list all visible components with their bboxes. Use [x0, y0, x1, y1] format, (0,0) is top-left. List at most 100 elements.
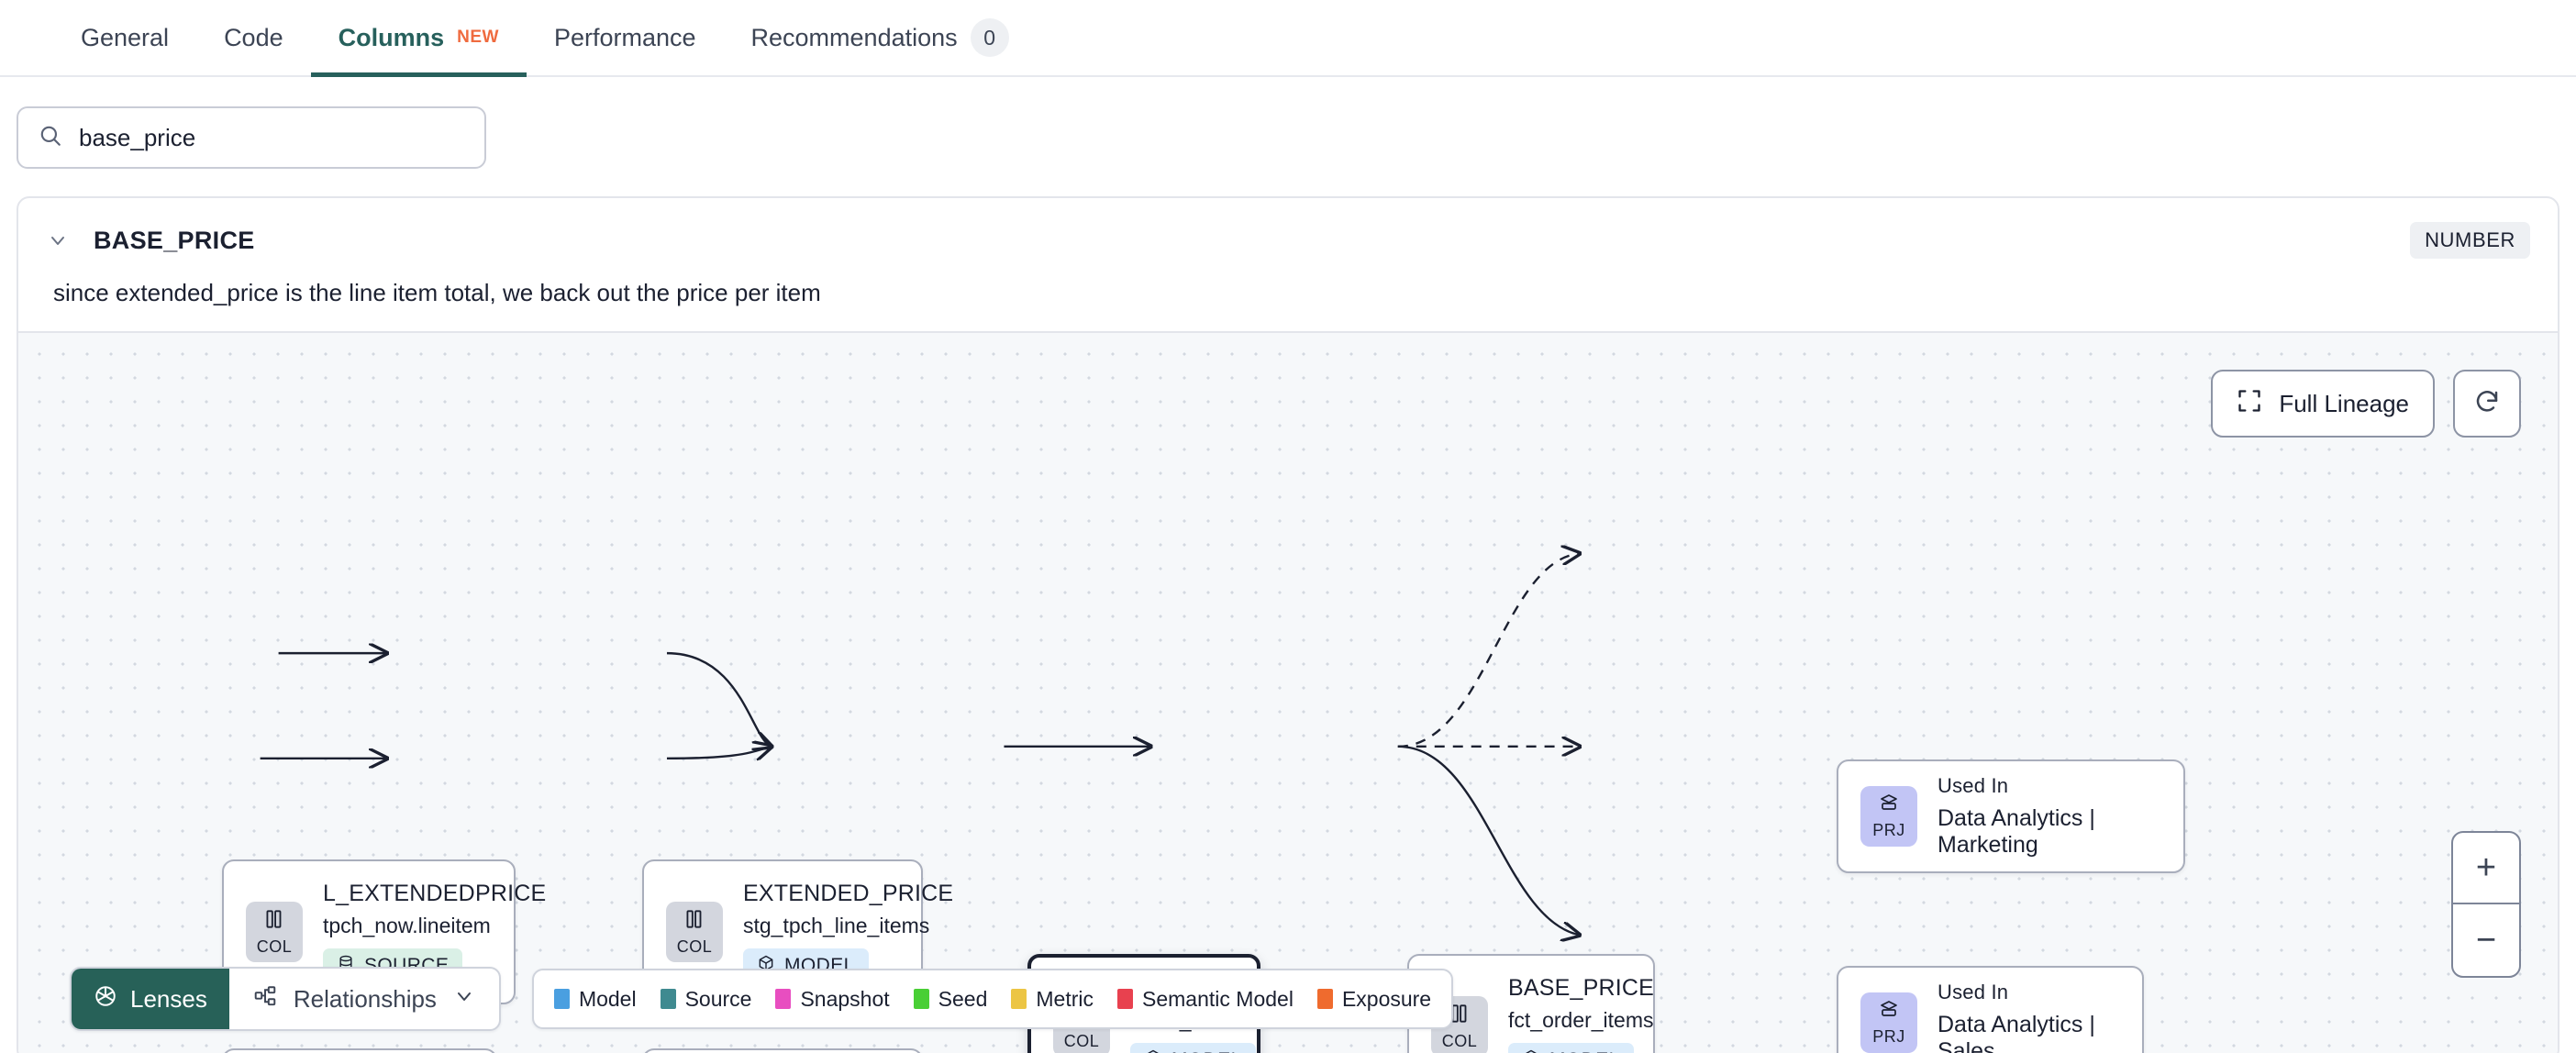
tab-label: Performance: [553, 23, 696, 51]
node-type-tag-label: MODEL: [1171, 1049, 1242, 1053]
cube-icon: [1522, 1048, 1540, 1053]
node-title: BASE_PRICE: [1508, 975, 1655, 1001]
legend-label: Metric: [1036, 986, 1094, 1011]
column-type-badge: NUMBER: [2410, 222, 2530, 259]
lineage-node-project-sales[interactable]: PRJ Used In Data Analytics | Sales: [1837, 966, 2144, 1053]
lineage-edges: [260, 333, 2558, 1053]
lenses-relationships-group: Lenses Relationships: [70, 967, 501, 1031]
node-used-in-label: Used In: [1938, 981, 2009, 1003]
zoom-in-button[interactable]: +: [2453, 833, 2519, 904]
node-subtitle: stg_tpch_line_items: [743, 914, 930, 937]
columns-icon: [262, 907, 286, 936]
prj-badge: PRJ: [1860, 786, 1917, 847]
col-badge: COL: [666, 902, 723, 962]
aperture-icon: [94, 984, 117, 1014]
chevron-down-icon[interactable]: [46, 228, 70, 252]
node-subtitle: fct_order_items: [1508, 1008, 1654, 1032]
col-badge: COL: [246, 902, 303, 962]
lineage-legend: Model Source Snapshot Seed Metric: [531, 969, 1454, 1029]
project-stack-icon: [1877, 999, 1901, 1025]
full-lineage-label: Full Lineage: [2279, 389, 2409, 417]
tab-bar: General Code Columns NEW Performance Rec…: [0, 0, 2576, 77]
column-header[interactable]: BASE_PRICE NUMBER: [18, 198, 2558, 259]
node-project-name: Data Analytics | Marketing: [1938, 805, 2095, 858]
tab-label: Code: [224, 23, 283, 51]
legend-swatch: [1117, 989, 1134, 1009]
lineage-node-project-marketing[interactable]: PRJ Used In Data Analytics | Marketing: [1837, 759, 2185, 873]
legend-swatch: [1316, 989, 1333, 1009]
prj-badge: PRJ: [1860, 992, 1917, 1053]
legend-item-source[interactable]: Source: [660, 986, 752, 1012]
legend-label: Model: [578, 986, 637, 1011]
legend-swatch: [913, 989, 929, 1009]
col-badge-label: COL: [1063, 1032, 1100, 1050]
legend-item-seed[interactable]: Seed: [913, 986, 988, 1012]
legend-swatch: [660, 989, 676, 1009]
recommendations-count-badge: 0: [970, 18, 1009, 57]
refresh-icon: [2473, 388, 2501, 420]
tab-columns[interactable]: Columns NEW: [310, 0, 527, 77]
column-card: BASE_PRICE NUMBER since extended_price i…: [17, 196, 2559, 1053]
column-description: since extended_price is the line item to…: [53, 279, 821, 306]
legend-item-exposure[interactable]: Exposure: [1316, 986, 1432, 1012]
tab-recommendations[interactable]: Recommendations 0: [724, 0, 1037, 75]
node-body: BASE_PRICE fct_order_items MODEL: [1508, 975, 1654, 1053]
tab-code[interactable]: Code: [196, 0, 311, 75]
legend-item-semantic-model[interactable]: Semantic Model: [1117, 987, 1294, 1012]
relationships-icon: [253, 984, 277, 1014]
lenses-label: Lenses: [130, 984, 207, 1013]
lineage-canvas[interactable]: COL L_EXTENDEDPRICE tpch_now.lineitem SO…: [18, 331, 2558, 1053]
refresh-button[interactable]: [2453, 370, 2521, 438]
col-badge-label: COL: [1441, 1032, 1478, 1050]
legend-item-metric[interactable]: Metric: [1011, 987, 1094, 1012]
zoom-out-button[interactable]: −: [2475, 920, 2497, 959]
legend-swatch: [1011, 989, 1027, 1009]
legend-label: Seed: [938, 986, 988, 1011]
legend-swatch: [553, 989, 570, 1009]
expand-icon: [2237, 388, 2262, 420]
tab-performance[interactable]: Performance: [527, 0, 724, 75]
columns-icon: [683, 907, 706, 936]
zoom-controls: + −: [2451, 831, 2521, 978]
relationships-dropdown[interactable]: Relationships: [229, 969, 499, 1029]
page-title: BASE_PRICE: [94, 226, 255, 254]
node-subtitle: tpch_now.lineitem: [323, 914, 491, 937]
legend-item-model[interactable]: Model: [553, 986, 637, 1012]
node-project-name: Data Analytics | Sales: [1938, 1012, 2095, 1053]
lineage-node-quantity[interactable]: COL QUANTITY stg_tpch_line_items MODEL: [642, 1048, 923, 1053]
chevron-down-icon: [453, 985, 475, 1014]
tab-new-badge: NEW: [457, 28, 499, 47]
node-title: L_EXTENDEDPRICE: [323, 881, 547, 906]
search-icon: [39, 124, 62, 152]
tab-label: Recommendations: [750, 23, 958, 51]
canvas-top-actions: Full Lineage: [2211, 370, 2521, 438]
prj-badge-label: PRJ: [1872, 1027, 1905, 1046]
search-section: [0, 77, 2576, 169]
project-stack-icon: [1877, 793, 1901, 819]
legend-swatch: [775, 989, 792, 1009]
prj-badge-label: PRJ: [1872, 821, 1905, 839]
search-box[interactable]: [17, 106, 486, 169]
tab-label: Columns: [338, 23, 445, 51]
legend-label: Semantic Model: [1142, 986, 1294, 1011]
full-lineage-button[interactable]: Full Lineage: [2211, 370, 2435, 438]
legend-label: Exposure: [1341, 986, 1432, 1011]
legend-label: Source: [684, 986, 752, 1011]
col-badge-label: COL: [256, 937, 293, 956]
node-title: EXTENDED_PRICE: [743, 881, 954, 906]
canvas-bottom-bar: Lenses Relationships: [70, 967, 1454, 1031]
tab-label: General: [81, 23, 170, 51]
legend-label: Snapshot: [800, 986, 890, 1011]
cube-icon: [1144, 1048, 1162, 1053]
search-input[interactable]: [79, 123, 464, 152]
relationships-label: Relationships: [293, 984, 437, 1013]
node-type-tag-label: MODEL: [1549, 1049, 1620, 1053]
lenses-button[interactable]: Lenses: [72, 969, 229, 1029]
node-body: Used In Data Analytics | Sales: [1938, 981, 2120, 1053]
lineage-node-l-quantity[interactable]: COL L_QUANTITY tpch_now.lineitem SOURCE: [222, 1048, 497, 1053]
legend-item-snapshot[interactable]: Snapshot: [775, 986, 890, 1012]
node-body: Used In Data Analytics | Marketing: [1938, 774, 2161, 859]
node-used-in-label: Used In: [1938, 774, 2009, 797]
tab-general[interactable]: General: [53, 0, 196, 75]
node-type-tag: MODEL: [1130, 1043, 1256, 1053]
